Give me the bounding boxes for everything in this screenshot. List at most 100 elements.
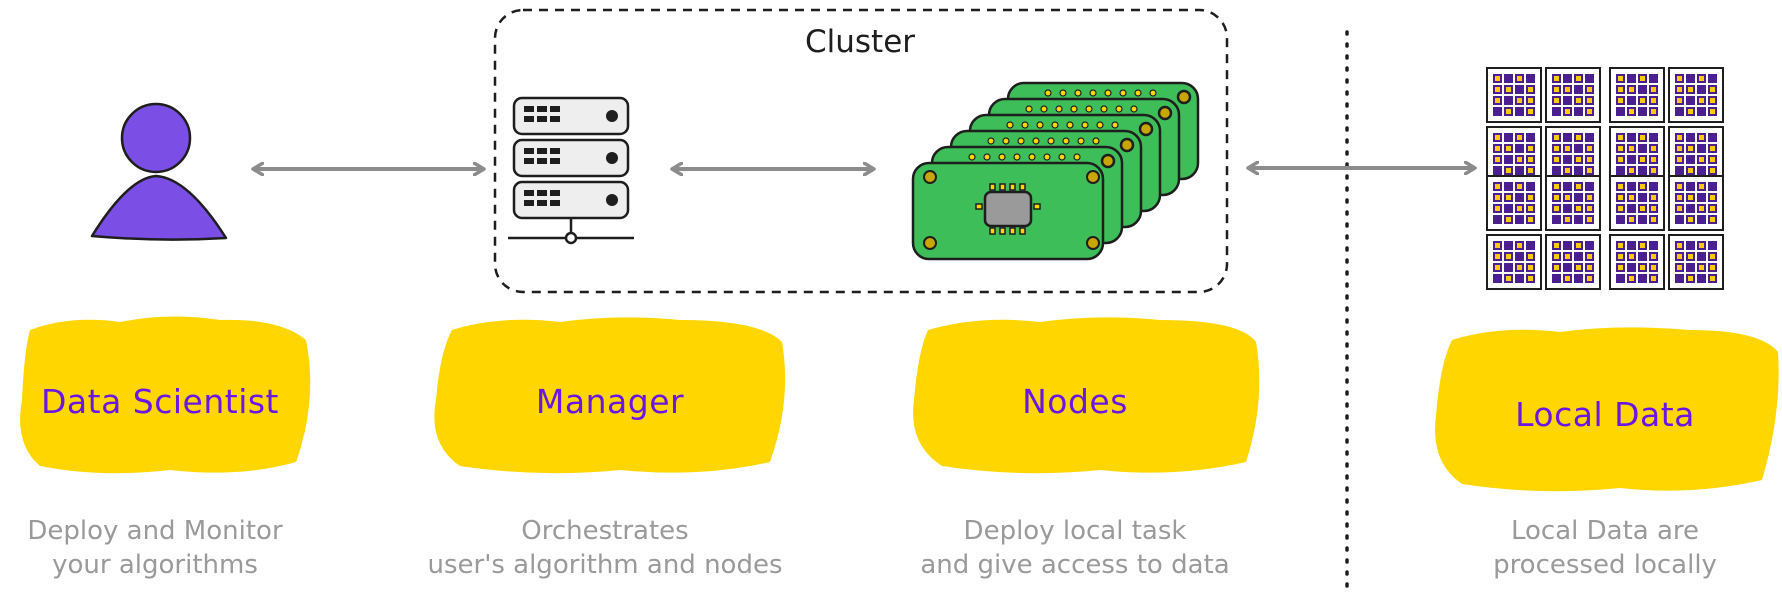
data-cell-dot	[1495, 146, 1500, 151]
data-cell	[1686, 241, 1695, 250]
nodes-description-line2: and give access to data	[920, 550, 1230, 580]
data-cell-dot	[1587, 195, 1592, 200]
data-cell	[1627, 155, 1636, 164]
board-pin	[1119, 89, 1127, 97]
board-pin	[1036, 121, 1044, 129]
data-cell-dot	[1506, 254, 1511, 259]
data-cell	[1515, 107, 1524, 116]
data-cell	[1638, 252, 1647, 261]
data-cell	[1697, 166, 1706, 175]
data-cell	[1585, 182, 1594, 191]
data-cell	[1585, 133, 1594, 142]
board-pin	[998, 153, 1006, 161]
data-cell-dot	[1554, 243, 1559, 248]
cluster-title: Cluster	[804, 24, 916, 60]
data-cell-dot	[1506, 217, 1511, 222]
data-cell-dot	[1677, 146, 1682, 151]
board-pin	[1047, 137, 1055, 145]
data-cell	[1504, 96, 1513, 105]
board-pin	[1025, 105, 1033, 113]
label-blob-manager	[434, 317, 786, 474]
data-cell	[1697, 252, 1706, 261]
data-cell-dot	[1528, 168, 1533, 173]
data-cell	[1638, 144, 1647, 153]
nodes-title: Nodes	[1022, 382, 1128, 421]
data-cell	[1638, 274, 1647, 283]
data-cell-dot	[1629, 195, 1634, 200]
data-cell-dot	[1576, 184, 1581, 189]
board-pin	[1130, 105, 1138, 113]
data-cell-dot	[1699, 184, 1704, 189]
data-cell-dot	[1699, 157, 1704, 162]
data-cell	[1697, 215, 1706, 224]
board-mount-hole	[1138, 121, 1154, 137]
data-cell-dot	[1629, 146, 1634, 151]
data-cell-dot	[1554, 146, 1559, 151]
data-cell	[1708, 241, 1717, 250]
data-cell	[1515, 215, 1524, 224]
data-scientist-description-line2: your algorithms	[52, 550, 258, 580]
data-cell	[1504, 204, 1513, 213]
data-cell-dot	[1677, 243, 1682, 248]
data-cell-dot	[1554, 135, 1559, 140]
data-cell	[1675, 107, 1684, 116]
data-cell-dot	[1710, 87, 1715, 92]
data-cell	[1675, 274, 1684, 283]
data-cell-dot	[1618, 184, 1623, 189]
data-cell	[1697, 107, 1706, 116]
data-cell-dot	[1506, 146, 1511, 151]
data-cell	[1515, 166, 1524, 175]
label-blob-local-data	[1435, 327, 1779, 492]
data-cell	[1627, 241, 1636, 250]
data-cell-dot	[1710, 146, 1715, 151]
data-cell-dot	[1640, 157, 1645, 162]
nodes-description: Deploy local task and give access to dat…	[890, 514, 1260, 582]
data-cell	[1574, 193, 1583, 202]
board-pin	[1066, 121, 1074, 129]
data-cell-dot	[1651, 217, 1656, 222]
data-cell-dot	[1576, 265, 1581, 270]
data-cell-dot	[1677, 254, 1682, 259]
board-pin	[1021, 121, 1029, 129]
board-mount-hole	[1176, 89, 1192, 105]
data-cell	[1574, 252, 1583, 261]
local-data-description: Local Data are processed locally	[1440, 514, 1770, 582]
data-cell-dot	[1554, 254, 1559, 259]
board-mount-hole	[1100, 153, 1116, 169]
server-rack-icon	[508, 96, 634, 245]
data-cell-dot	[1688, 146, 1693, 151]
data-cell-dot	[1651, 146, 1656, 151]
data-cell	[1697, 85, 1706, 94]
data-cell-dot	[1517, 135, 1522, 140]
data-cell-dot	[1495, 135, 1500, 140]
board-pin	[1134, 89, 1142, 97]
data-cell-dot	[1710, 206, 1715, 211]
board-pin	[1081, 121, 1089, 129]
data-scientist-description-line1: Deploy and Monitor	[27, 516, 283, 546]
data-cell-dot	[1576, 76, 1581, 81]
data-cell-dot	[1528, 157, 1533, 162]
data-cell	[1708, 74, 1717, 83]
data-cell-dot	[1710, 157, 1715, 162]
data-cell	[1563, 182, 1572, 191]
data-cell-dot	[1677, 195, 1682, 200]
data-cell-dot	[1576, 243, 1581, 248]
data-cell-dot	[1495, 87, 1500, 92]
data-cell	[1515, 144, 1524, 153]
data-cell-dot	[1618, 135, 1623, 140]
data-cell-dot	[1688, 217, 1693, 222]
data-cell	[1526, 74, 1535, 83]
data-cell	[1697, 193, 1706, 202]
data-cell-dot	[1554, 184, 1559, 189]
data-cell	[1675, 166, 1684, 175]
board-pin	[1089, 89, 1097, 97]
data-cell-dot	[1710, 254, 1715, 259]
data-cell	[1686, 155, 1695, 164]
cluster-boundary	[493, 8, 1229, 294]
data-cell	[1627, 182, 1636, 191]
data-cell-dot	[1688, 87, 1693, 92]
data-cell-dot	[1640, 98, 1645, 103]
data-cell	[1616, 274, 1625, 283]
data-cell	[1526, 241, 1535, 250]
